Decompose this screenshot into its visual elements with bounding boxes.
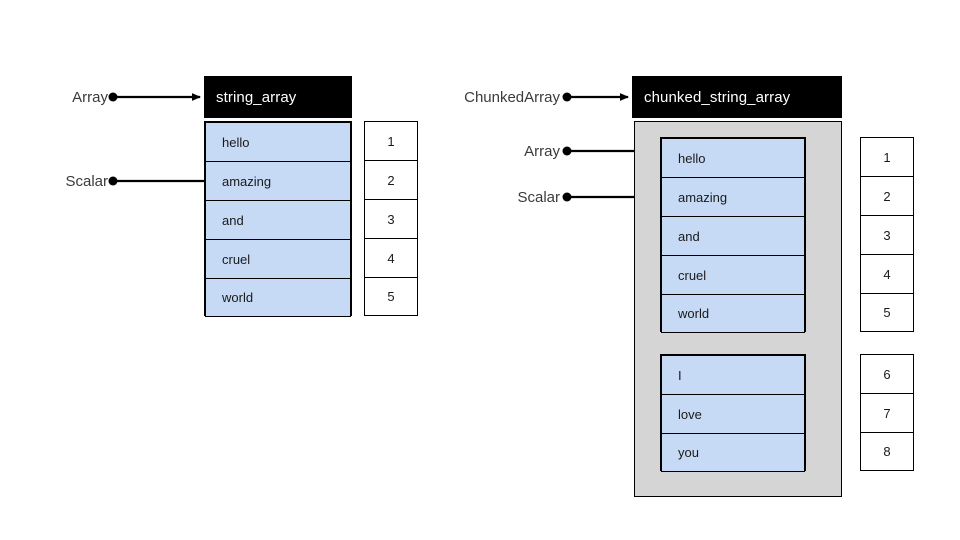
left-index-2: 3 bbox=[364, 199, 418, 238]
right-index-6: 7 bbox=[860, 393, 914, 432]
left-cell-3: cruel bbox=[205, 239, 351, 278]
left-index-1: 2 bbox=[364, 160, 418, 199]
left-cell-1: amazing bbox=[205, 161, 351, 200]
right-index-0: 1 bbox=[860, 137, 914, 176]
label-right-array: Array bbox=[524, 142, 560, 160]
right-chunk-0-cell-2: and bbox=[661, 216, 805, 255]
right-index-4: 5 bbox=[860, 293, 914, 332]
right-index-3: 4 bbox=[860, 254, 914, 293]
left-chunk-0: hello amazing and cruel world bbox=[204, 121, 352, 317]
right-index-column-1: 6 7 8 bbox=[860, 354, 914, 471]
right-chunk-0-cell-4: world bbox=[661, 294, 805, 333]
label-right-chunkedarray: ChunkedArray bbox=[464, 88, 560, 106]
right-chunk-1-cell-1: love bbox=[661, 394, 805, 433]
left-cell-0: hello bbox=[205, 122, 351, 161]
right-chunk-0-cell-1: amazing bbox=[661, 177, 805, 216]
left-index-column-0: 1 2 3 4 5 bbox=[364, 121, 418, 316]
right-chunk-0-cell-3: cruel bbox=[661, 255, 805, 294]
right-chunk-0: hello amazing and cruel world bbox=[660, 137, 806, 333]
right-index-7: 8 bbox=[860, 432, 914, 471]
left-header-string-array: string_array bbox=[204, 76, 352, 118]
connector-left-array bbox=[108, 92, 201, 102]
right-index-1: 2 bbox=[860, 176, 914, 215]
right-index-2: 3 bbox=[860, 215, 914, 254]
right-index-5: 6 bbox=[860, 354, 914, 393]
right-chunk-1-cell-2: you bbox=[661, 433, 805, 472]
left-cell-4: world bbox=[205, 278, 351, 317]
right-header-chunked-string-array: chunked_string_array bbox=[632, 76, 842, 118]
left-index-4: 5 bbox=[364, 277, 418, 316]
label-left-array: Array bbox=[72, 88, 108, 106]
right-chunk-0-cell-0: hello bbox=[661, 138, 805, 177]
left-cell-2: and bbox=[205, 200, 351, 239]
left-index-3: 4 bbox=[364, 238, 418, 277]
connector-left-scalar bbox=[108, 176, 214, 186]
right-index-column-0: 1 2 3 4 5 bbox=[860, 137, 914, 332]
connector-right-chunkedarray bbox=[562, 92, 629, 102]
label-left-scalar: Scalar bbox=[65, 172, 108, 190]
label-right-scalar: Scalar bbox=[517, 188, 560, 206]
right-chunk-1-cell-0: I bbox=[661, 355, 805, 394]
right-chunk-1: I love you bbox=[660, 354, 806, 472]
left-index-0: 1 bbox=[364, 121, 418, 160]
